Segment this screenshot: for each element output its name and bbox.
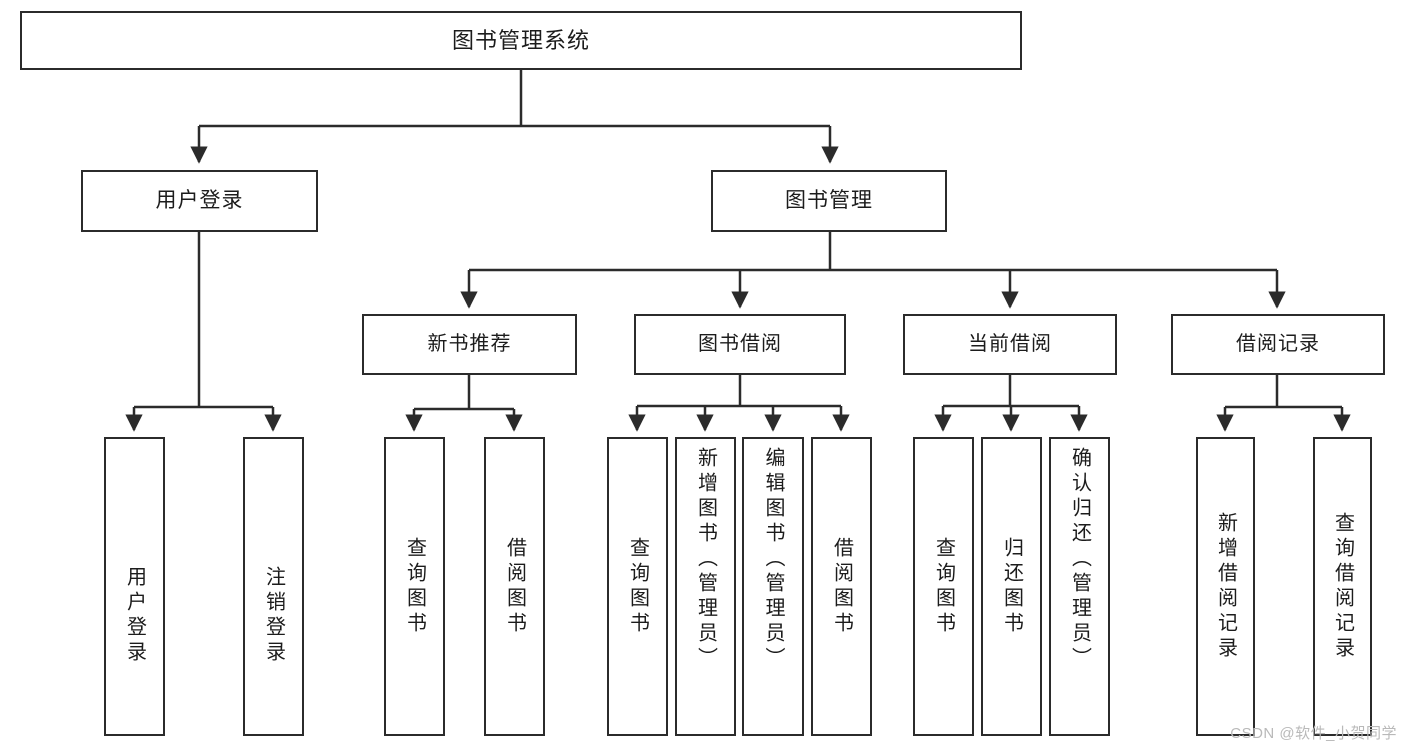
node-label: 新增图书（管理员） xyxy=(694,447,717,672)
node-label: 借阅图书 xyxy=(503,536,526,637)
node-label: 当前借阅 xyxy=(968,333,1052,355)
node-leaf-query-borrow-record[interactable]: 查询借阅记录 xyxy=(1313,437,1372,736)
node-label: 图书管理系统 xyxy=(451,27,590,53)
node-label: 确认归还（管理员） xyxy=(1068,447,1091,672)
node-label: 借阅图书 xyxy=(830,536,853,637)
node-leaf-edit-book-admin[interactable]: 编辑图书（管理员） xyxy=(742,437,804,736)
node-label: 用户登录 xyxy=(123,566,146,666)
node-leaf-user-login[interactable]: 用户登录 xyxy=(104,437,165,736)
node-label: 查询借阅记录 xyxy=(1331,511,1354,662)
node-leaf-query-book-current[interactable]: 查询图书 xyxy=(913,437,974,736)
node-current-borrow[interactable]: 当前借阅 xyxy=(903,314,1117,375)
node-label: 归还图书 xyxy=(1000,536,1023,637)
node-label: 图书借阅 xyxy=(698,333,782,355)
node-leaf-return-book[interactable]: 归还图书 xyxy=(981,437,1042,736)
node-book-borrow[interactable]: 图书借阅 xyxy=(634,314,846,375)
node-label: 新增借阅记录 xyxy=(1214,511,1237,662)
node-label: 查询图书 xyxy=(403,536,426,637)
node-book-management-system[interactable]: 图书管理系统 xyxy=(20,11,1022,70)
node-label: 图书管理 xyxy=(785,188,873,212)
node-leaf-query-book-borrow[interactable]: 查询图书 xyxy=(607,437,668,736)
node-label: 用户登录 xyxy=(155,188,244,212)
node-leaf-query-book-new[interactable]: 查询图书 xyxy=(384,437,445,736)
node-user-login[interactable]: 用户登录 xyxy=(81,170,318,232)
node-label: 编辑图书（管理员） xyxy=(762,447,784,672)
node-leaf-logout[interactable]: 注销登录 xyxy=(243,437,304,736)
node-leaf-add-borrow-record[interactable]: 新增借阅记录 xyxy=(1196,437,1255,736)
node-leaf-add-book-admin[interactable]: 新增图书（管理员） xyxy=(675,437,736,736)
node-borrow-record[interactable]: 借阅记录 xyxy=(1171,314,1385,375)
node-label: 注销登录 xyxy=(262,566,285,666)
node-book-management[interactable]: 图书管理 xyxy=(711,170,947,232)
node-leaf-borrow-book[interactable]: 借阅图书 xyxy=(811,437,872,736)
node-leaf-confirm-return-admin[interactable]: 确认归还（管理员） xyxy=(1049,437,1110,736)
node-leaf-borrow-book-new[interactable]: 借阅图书 xyxy=(484,437,545,736)
node-label: 查询图书 xyxy=(932,536,955,637)
node-label: 查询图书 xyxy=(626,536,649,637)
csdn-watermark: CSDN @软件_小贺同学 xyxy=(1230,725,1397,742)
node-label: 新书推荐 xyxy=(427,333,512,355)
node-label: 借阅记录 xyxy=(1236,333,1320,355)
node-new-book-recommend[interactable]: 新书推荐 xyxy=(362,314,577,375)
